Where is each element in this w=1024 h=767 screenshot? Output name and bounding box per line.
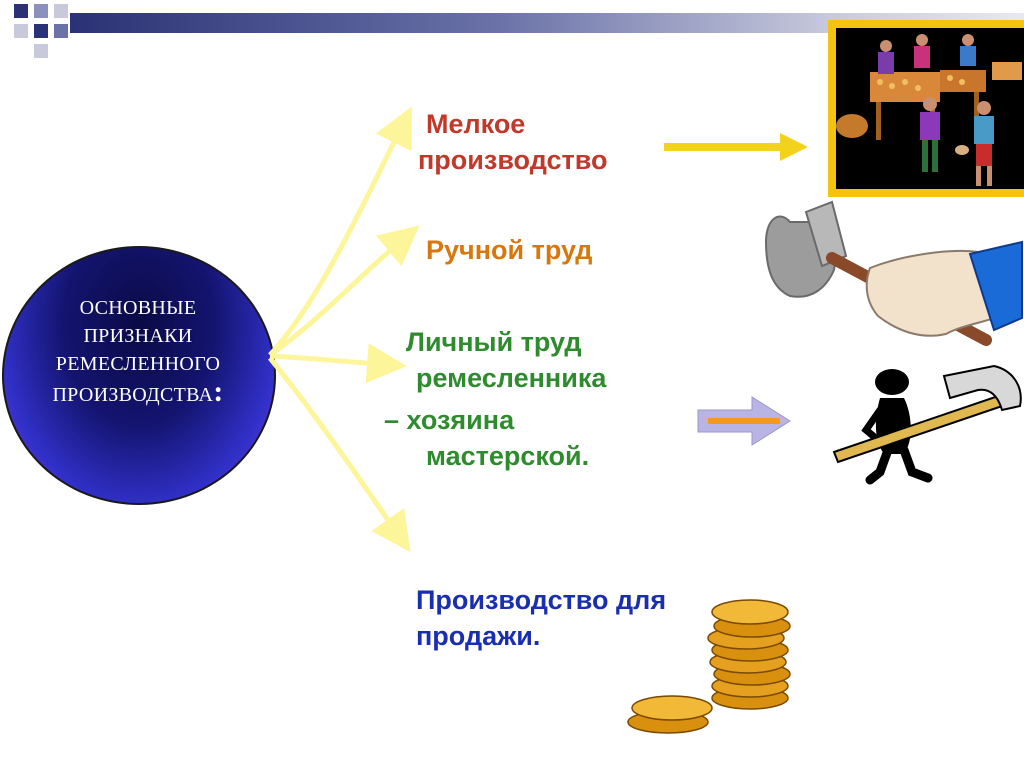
feature-line: – хозяина <box>384 405 515 435</box>
topic-title: ОСНОВНЫЕ ПРИЗНАКИ РЕМЕСЛЕННОГО ПРОИЗВОДС… <box>20 294 256 409</box>
corner-square <box>14 4 28 18</box>
arrow-to-manual-labor <box>268 225 420 358</box>
stick-figure-with-hammer-icon <box>832 364 1022 485</box>
feature-line: ремесленника <box>416 363 607 393</box>
feature-small-production: Мелкое производство <box>418 106 607 178</box>
gold-coins-icon <box>627 599 791 734</box>
corner-square <box>54 4 68 18</box>
arrow-to-personal-labor <box>269 343 407 384</box>
feature-manual-labor: Ручной труд <box>426 232 592 268</box>
feature-personal-labor: Личный труд ремесленника – хозяина масте… <box>384 324 606 474</box>
hammer-in-hand-icon <box>764 200 1023 346</box>
topic-line: ПРИЗНАКИ <box>83 325 193 347</box>
feature-production-for-sale: Производство для продажи. <box>416 582 666 654</box>
corner-square <box>34 4 48 18</box>
corner-square <box>34 44 48 58</box>
arrow-right-lavender <box>697 396 791 446</box>
corner-square <box>14 24 28 38</box>
feature-line: мастерской. <box>426 441 590 471</box>
market-scene-icon <box>828 20 1024 197</box>
corner-square <box>54 24 68 38</box>
topic-circle <box>2 246 276 505</box>
corner-square <box>34 24 48 38</box>
arrow-to-small-production <box>268 106 412 357</box>
slide-header-bar <box>70 13 1024 33</box>
topic-line: ПРОИЗВОДСТВА: <box>20 375 256 409</box>
arrow-to-production-for-sale <box>268 356 411 553</box>
topic-colon: : <box>213 375 224 408</box>
topic-line: ОСНОВНЫЕ <box>79 297 197 319</box>
feature-line: Мелкое <box>426 109 526 139</box>
topic-line-last: ПРОИЗВОДСТВА <box>52 384 214 406</box>
feature-line: Ручной труд <box>426 235 593 265</box>
arrow-right-yellow <box>664 133 808 161</box>
feature-line: производство <box>418 145 608 175</box>
feature-line: Личный труд <box>406 327 582 357</box>
feature-line: продажи. <box>416 621 541 651</box>
topic-line: РЕМЕСЛЕННОГО <box>55 353 221 375</box>
feature-line: Производство для <box>416 585 667 615</box>
